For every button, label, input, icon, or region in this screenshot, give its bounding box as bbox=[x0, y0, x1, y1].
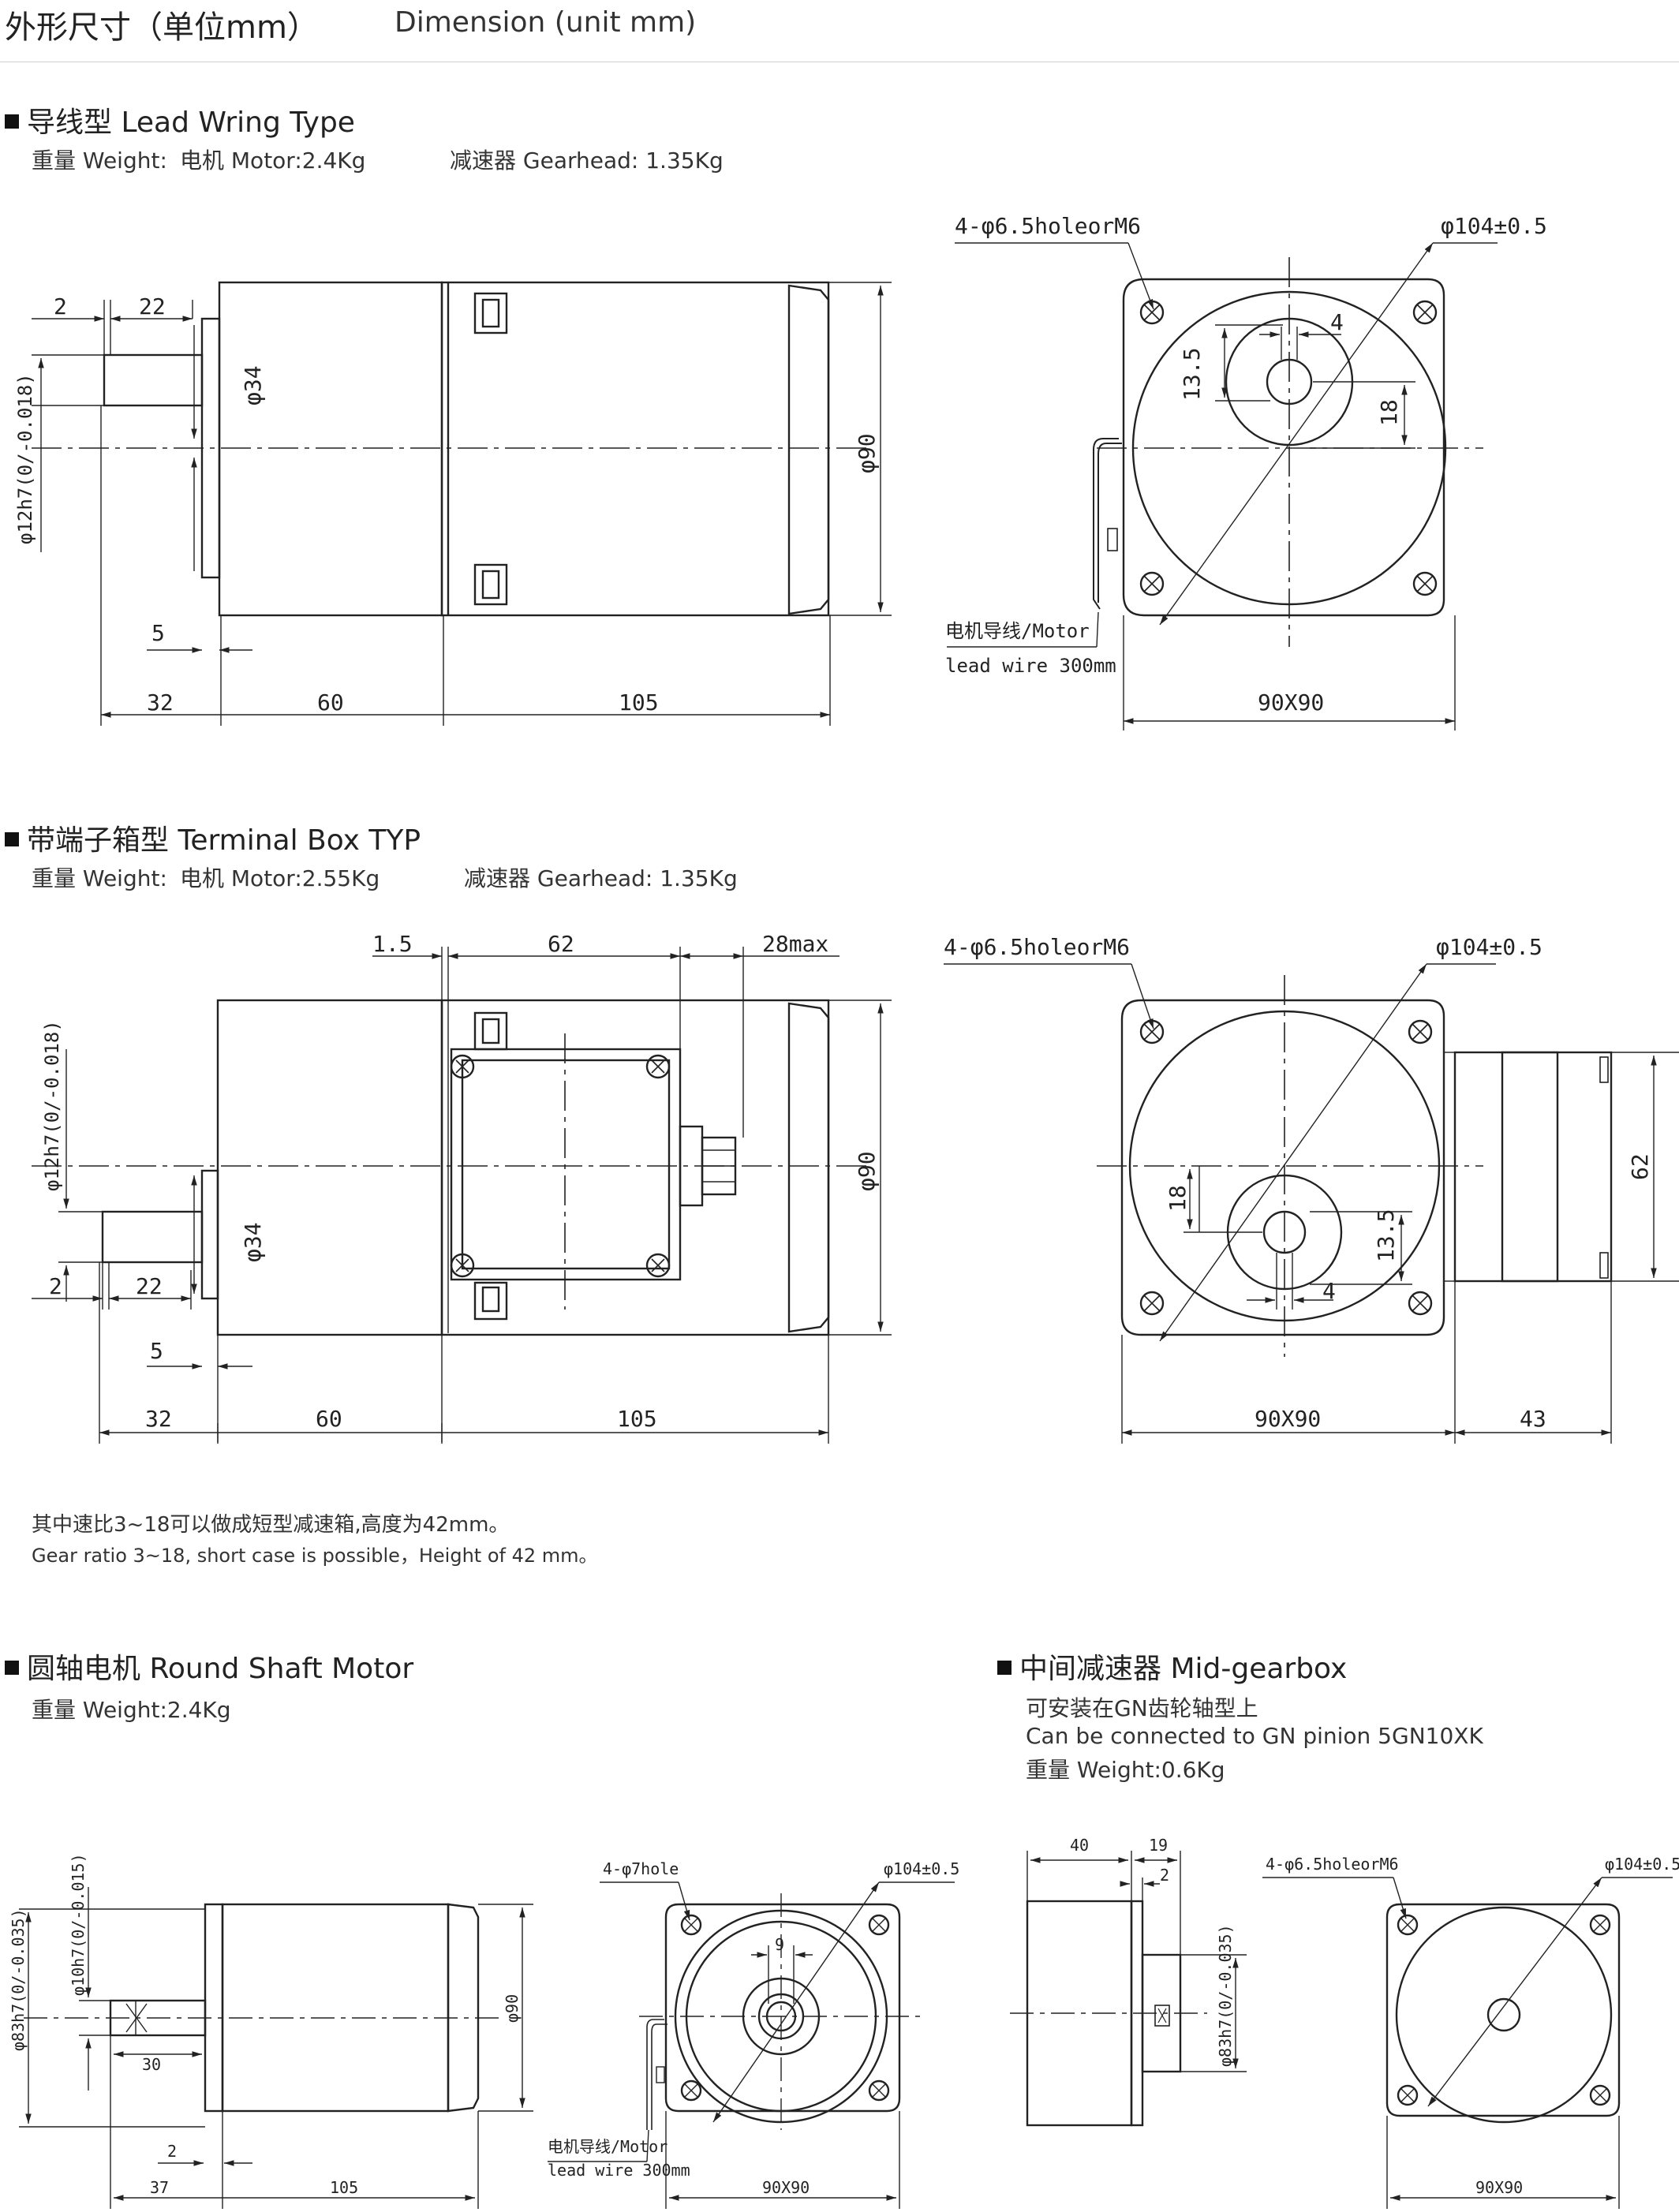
dim-30: 30 bbox=[142, 2055, 161, 2074]
dim-32-tb: 32 bbox=[145, 1406, 172, 1432]
dim-5-tb: 5 bbox=[150, 1338, 163, 1364]
dimension-labels: 2 22 5 32 60 105 φ34 φ90 φ12h7(0/-0.018)… bbox=[14, 213, 1653, 1432]
mid-gearbox-front-view bbox=[1262, 1877, 1673, 2209]
dim-32: 32 bbox=[147, 689, 174, 716]
lead-wire-gearhead-weight: 减速器 Gearhead: 1.35Kg bbox=[450, 148, 724, 174]
page-title: 外形尺寸（单位mm） bbox=[5, 9, 319, 46]
gear-ratio-note-cn: 其中速比3~18可以做成短型减速箱,高度为42mm。 bbox=[32, 1513, 510, 1537]
dim-105-rs: 105 bbox=[330, 2178, 358, 2197]
terminal-box-front-view bbox=[944, 963, 1679, 1444]
dim-hole-m6-tb: 4-φ6.5holeorM6 bbox=[944, 934, 1130, 960]
dim-40: 40 bbox=[1070, 1836, 1089, 1855]
dim-13-5: 13.5 bbox=[1179, 348, 1205, 401]
dim-4: 4 bbox=[1330, 309, 1344, 335]
dim-phi90-rs: φ90 bbox=[503, 1994, 522, 2023]
dim-phi83: φ83h7(0/-0.035) bbox=[9, 1908, 28, 2051]
dim-phi12-tb: φ12h7(0/-0.018) bbox=[41, 1020, 63, 1191]
dim-37: 37 bbox=[150, 2178, 169, 2197]
dim-phi10: φ10h7(0/-0.015) bbox=[69, 1853, 88, 1996]
dim-9: 9 bbox=[775, 1935, 784, 1954]
dim-phi104-rs: φ104±0.5 bbox=[884, 1859, 959, 1878]
dim-28max: 28max bbox=[762, 931, 828, 957]
round-shaft-side-view bbox=[19, 1887, 533, 2209]
dimension-labels-small: φ83h7(0/-0.035) φ10h7(0/-0.015) φ90 30 2… bbox=[9, 1836, 1679, 2197]
dim-5: 5 bbox=[151, 620, 165, 646]
page-subtitle: Dimension (unit mm) bbox=[395, 6, 697, 39]
dim-2-mg: 2 bbox=[1160, 1866, 1169, 1885]
dim-13-5-tb: 13.5 bbox=[1373, 1209, 1399, 1262]
dim-62: 62 bbox=[548, 931, 574, 957]
lead-wire-weight-label: 重量 Weight: bbox=[32, 148, 167, 174]
mid-gearbox-line2: Can be connected to GN pinion 5GN10XK bbox=[1026, 1723, 1483, 1749]
dim-2-rs: 2 bbox=[167, 2142, 177, 2161]
terminal-box-weight-label: 重量 Weight: bbox=[32, 865, 167, 891]
dim-phi104-mg: φ104±0.5 bbox=[1605, 1855, 1679, 1874]
dim-90x90-mg: 90X90 bbox=[1475, 2178, 1523, 2197]
dim-18-tb: 18 bbox=[1165, 1185, 1191, 1212]
lead-wire-front-view bbox=[947, 242, 1498, 730]
dim-2: 2 bbox=[54, 293, 67, 319]
dim-62-tb: 62 bbox=[1627, 1153, 1653, 1180]
section-title-lead-wire: 导线型 Lead Wring Type bbox=[5, 99, 355, 140]
lead-wire-side-view bbox=[32, 281, 892, 726]
dim-60: 60 bbox=[317, 689, 344, 716]
dim-22-tb: 22 bbox=[136, 1273, 163, 1299]
dim-phi34: φ34 bbox=[240, 365, 266, 405]
dim-phi90: φ90 bbox=[854, 433, 880, 473]
dim-90x90-rs: 90X90 bbox=[762, 2178, 810, 2197]
dim-105-tb: 105 bbox=[617, 1406, 657, 1432]
bullet-square-icon bbox=[5, 832, 19, 846]
bullet-square-icon bbox=[997, 1661, 1012, 1675]
dim-4-tb: 4 bbox=[1322, 1278, 1336, 1304]
dim-phi12: φ12h7(0/-0.018) bbox=[14, 373, 36, 544]
section-title-mid-gearbox: 中间减速器 Mid-gearbox bbox=[997, 1646, 1347, 1687]
dim-hole-m6-mg: 4-φ6.5holeorM6 bbox=[1266, 1855, 1399, 1874]
dim-phi90-tb: φ90 bbox=[854, 1151, 880, 1191]
terminal-box-gearhead-weight: 减速器 Gearhead: 1.35Kg bbox=[464, 865, 738, 891]
dim-43: 43 bbox=[1520, 1406, 1546, 1432]
dim-phi104-tb: φ104±0.5 bbox=[1436, 934, 1543, 960]
dim-phi104: φ104±0.5 bbox=[1441, 213, 1547, 239]
dim-phi34-tb: φ34 bbox=[240, 1222, 266, 1262]
dim-105: 105 bbox=[619, 689, 659, 716]
terminal-box-motor-weight: 电机 Motor:2.55Kg bbox=[180, 865, 380, 891]
lead-wire-motor-weight: 电机 Motor:2.4Kg bbox=[180, 148, 366, 174]
dim-18: 18 bbox=[1376, 399, 1402, 426]
dim-2-tb: 2 bbox=[49, 1273, 62, 1299]
gear-ratio-note-en: Gear ratio 3~18, short case is possible，… bbox=[32, 1545, 598, 1567]
section-title-terminal-box: 带端子箱型 Terminal Box TYP bbox=[5, 817, 421, 858]
bullet-square-icon bbox=[5, 114, 19, 129]
dim-90x90: 90X90 bbox=[1258, 689, 1324, 716]
mid-gearbox-side-view bbox=[1010, 1851, 1247, 2127]
dim-60-tb: 60 bbox=[316, 1406, 342, 1432]
dim-1-5: 1.5 bbox=[372, 931, 413, 957]
lead-wire-label-2: lead wire 300mm bbox=[945, 655, 1116, 677]
mid-gearbox-line1: 可安装在GN齿轮轴型上 bbox=[1026, 1695, 1258, 1721]
lead-wire-label-rs-2: lead wire 300mm bbox=[548, 2161, 690, 2180]
round-shaft-front-view bbox=[548, 1881, 955, 2209]
lead-wire-label-rs-1: 电机导线/Motor bbox=[548, 2137, 667, 2156]
lead-wire-label-1: 电机导线/Motor bbox=[945, 620, 1090, 642]
dim-hole7: 4-φ7hole bbox=[603, 1859, 679, 1878]
mid-gearbox-weight: 重量 Weight:0.6Kg bbox=[1026, 1757, 1225, 1783]
dim-90x90-tb: 90X90 bbox=[1255, 1406, 1321, 1432]
section-title-round-shaft: 圆轴电机 Round Shaft Motor bbox=[5, 1646, 413, 1687]
bullet-square-icon bbox=[5, 1661, 19, 1675]
dim-22: 22 bbox=[139, 293, 166, 319]
terminal-box-side-view bbox=[32, 947, 892, 1444]
dim-hole-m6: 4-φ6.5holeorM6 bbox=[955, 213, 1141, 239]
round-shaft-weight: 重量 Weight:2.4Kg bbox=[32, 1697, 231, 1723]
dim-19: 19 bbox=[1149, 1836, 1168, 1855]
dim-phi83-mg: φ83h7(0/-0.035) bbox=[1216, 1924, 1235, 2067]
